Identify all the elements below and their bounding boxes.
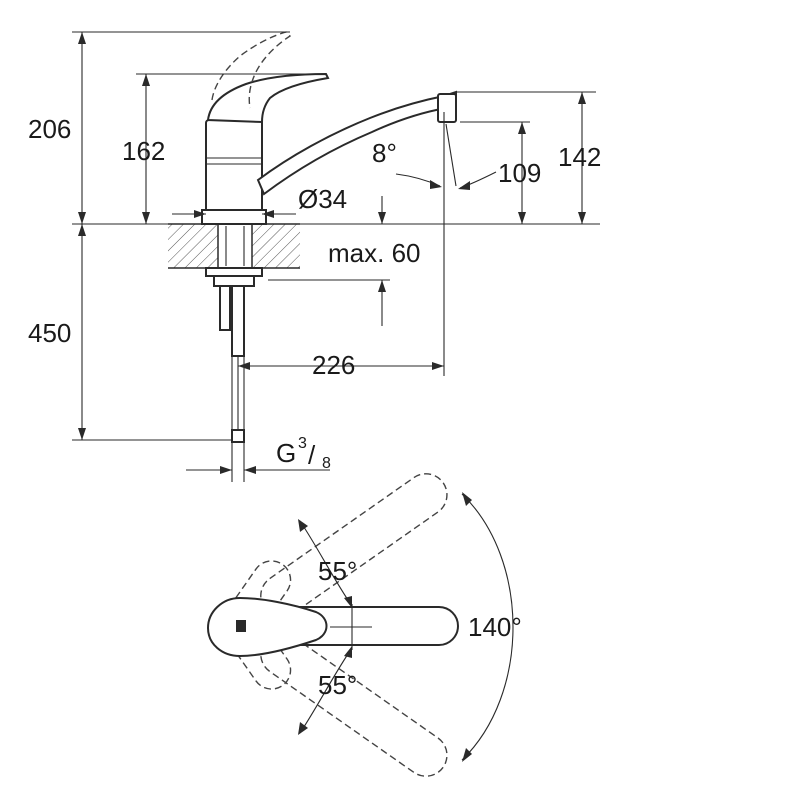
top-view: 55° 55° 140°: [206, 473, 522, 777]
spout: [256, 90, 457, 196]
dim-spout-reach: 226: [312, 350, 355, 380]
lever-raised-outline: [211, 31, 292, 109]
dim-connection-thread: G 3 / 8: [276, 435, 331, 472]
dim-spout-swing: 140°: [468, 612, 522, 642]
svg-text:/: /: [308, 440, 316, 470]
svg-text:G: G: [276, 438, 296, 468]
spout-position-left-outline: [260, 473, 448, 618]
lever-top-solid: [206, 596, 328, 658]
lever-marker: [236, 620, 246, 632]
dim-spout-angle: 8°: [372, 138, 397, 168]
lever: [206, 72, 330, 124]
dim-base-diameter: Ø34: [298, 184, 347, 214]
mounting-assembly: [205, 267, 263, 443]
dim-lever-swing-down: 55°: [318, 670, 357, 700]
dim-spout-height: 142: [558, 142, 601, 172]
dim-lever-height: 162: [122, 136, 165, 166]
dim-lever-swing-up: 55°: [318, 556, 357, 586]
dim-spout-outlet-height: 109: [498, 158, 541, 188]
side-view: 206 162 8° 109 142 Ø34 max. 60 450 226 G…: [28, 31, 601, 482]
svg-text:8: 8: [322, 455, 331, 472]
dim-hose-length: 450: [28, 318, 71, 348]
dim-overall-height: 206: [28, 114, 71, 144]
faucet-body: [201, 119, 267, 225]
dim-deck-thickness: max. 60: [328, 238, 421, 268]
spout-aerator: [437, 93, 457, 123]
countertop-section: [168, 223, 300, 269]
svg-text:3: 3: [298, 435, 307, 452]
